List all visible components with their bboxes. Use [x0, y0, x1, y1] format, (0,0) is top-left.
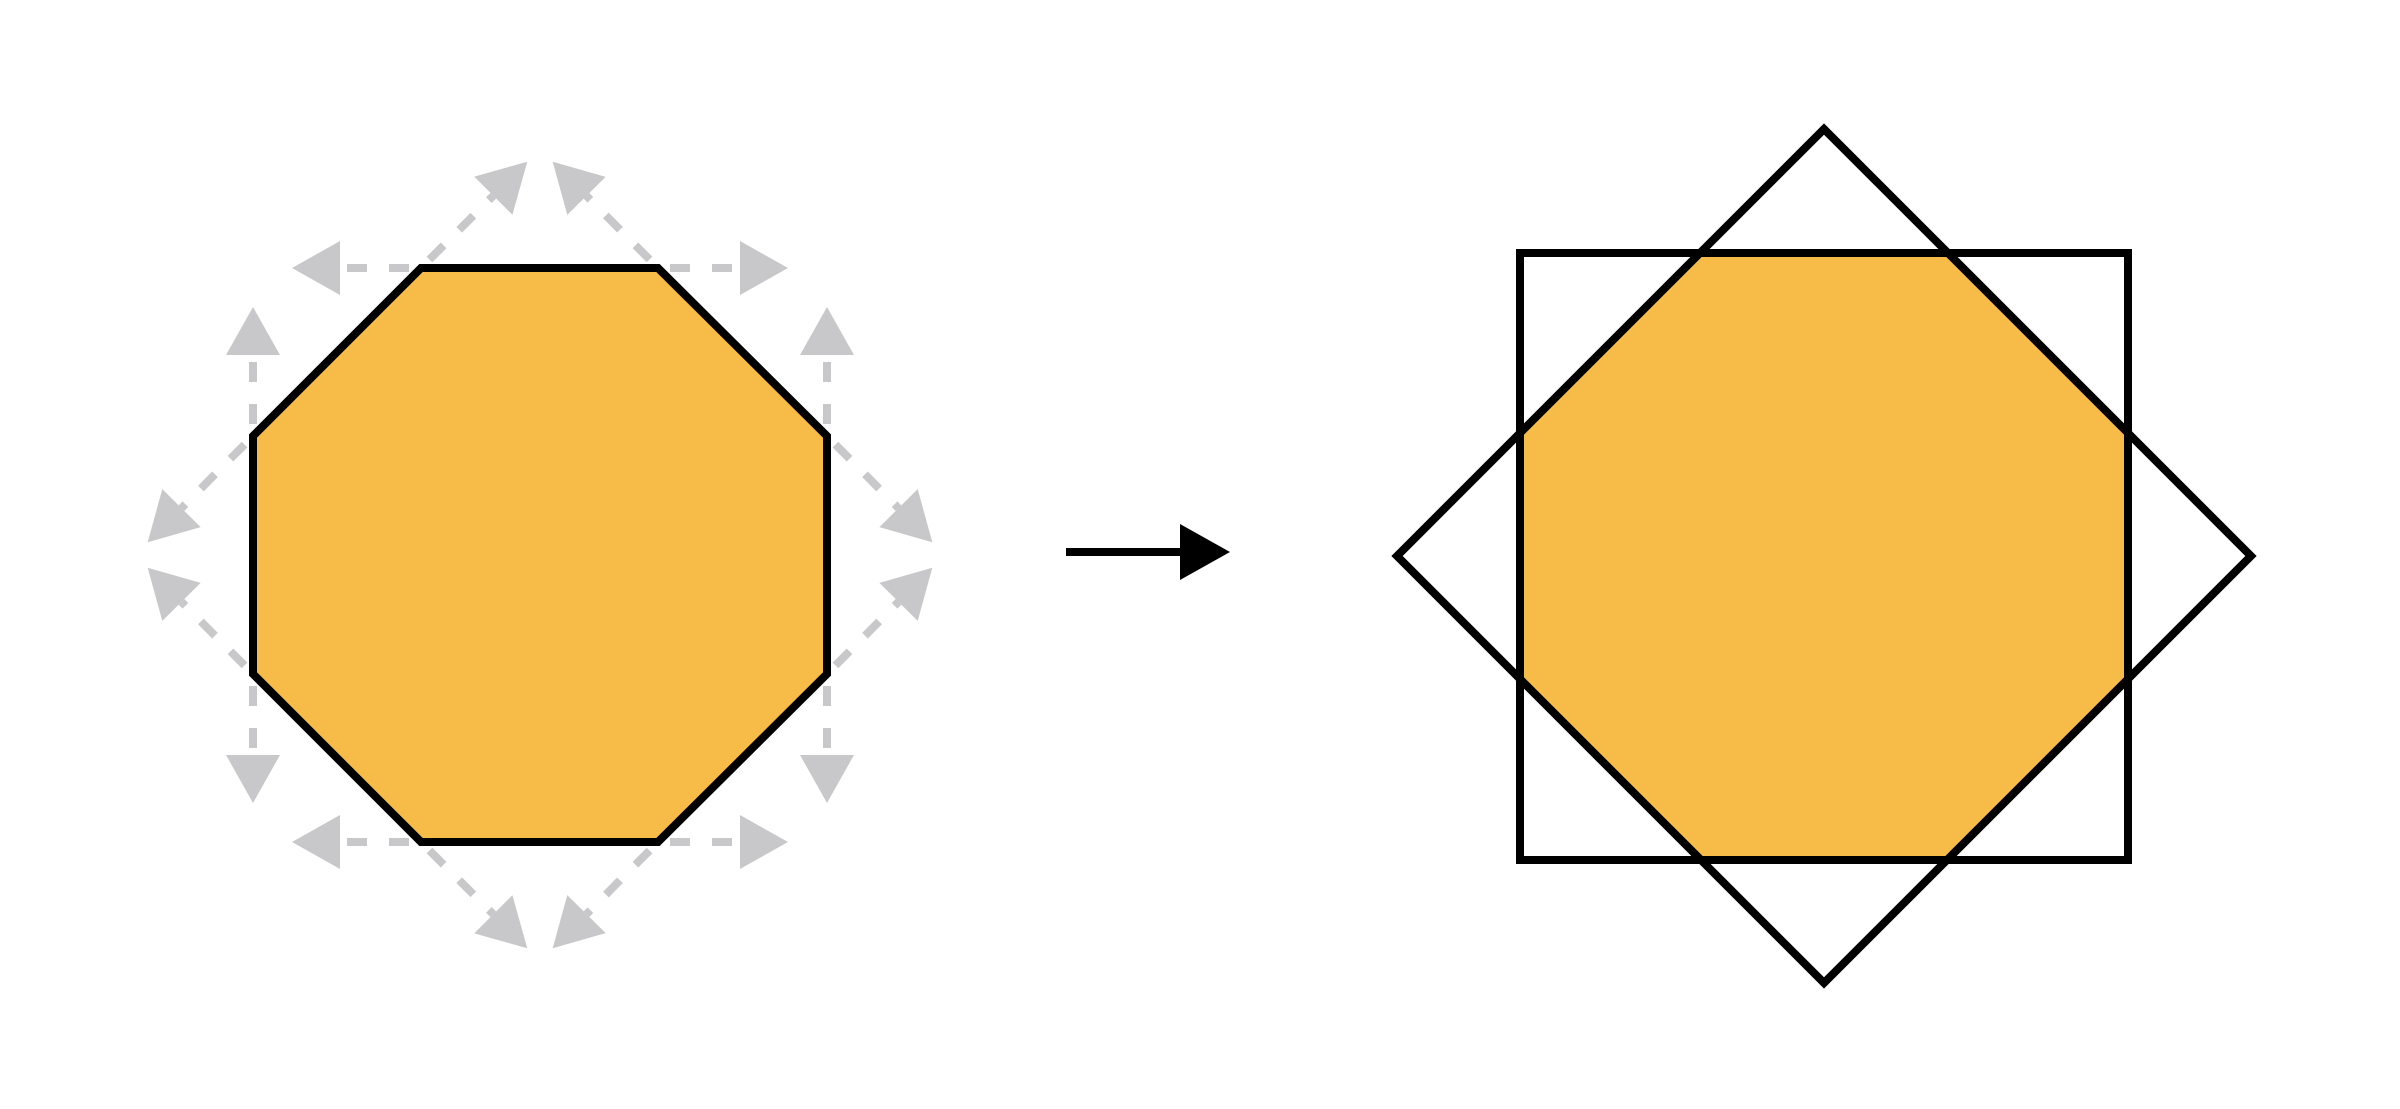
extension-arrowhead [552, 161, 606, 215]
extension-arrowhead [147, 489, 201, 543]
transition-arrow-head [1180, 524, 1230, 580]
extension-arrowhead [879, 489, 933, 543]
extension-arrowhead [474, 161, 528, 215]
extension-arrowhead [800, 755, 854, 803]
extension-dashed-line [178, 433, 256, 511]
extension-dashed-line [583, 839, 661, 917]
extension-dashed-line [824, 599, 902, 677]
extension-arrowhead [800, 307, 854, 355]
extension-arrowhead [226, 755, 280, 803]
extension-arrowhead [226, 307, 280, 355]
extension-dashed-line [824, 433, 902, 511]
square-outline [1516, 249, 2132, 864]
extension-arrowhead [292, 241, 340, 295]
extension-arrowhead [740, 241, 788, 295]
right-octagon-fill [1520, 253, 2128, 860]
extension-arrowhead [552, 895, 606, 949]
extension-arrowhead [292, 815, 340, 869]
diamond-outline [1391, 123, 2257, 989]
extension-arrowhead [740, 815, 788, 869]
extension-dashed-line [583, 193, 661, 271]
extension-arrowhead [474, 895, 528, 949]
extension-arrowhead [879, 567, 933, 621]
extension-dashed-line [418, 192, 497, 271]
extension-arrowhead [147, 567, 201, 621]
edge-extension-arrows [147, 161, 933, 949]
right-figure [1391, 123, 2257, 989]
extension-dashed-line [418, 839, 497, 918]
extension-dashed-line [178, 599, 256, 677]
transition-arrow [1066, 524, 1230, 580]
left-octagon [249, 264, 831, 846]
